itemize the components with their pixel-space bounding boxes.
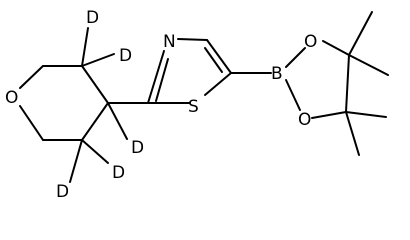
deuterium-center-label: D <box>131 138 144 158</box>
deuterium-bottom-a-label: D <box>112 163 125 183</box>
deuterium-top-a-label: D <box>86 8 99 28</box>
chemical-structure: O D D D D D N S B O O <box>0 0 410 208</box>
oxane-bond-c4-c5 <box>81 102 109 141</box>
bond-c3-d-top <box>81 27 89 67</box>
boronate-bond-o-bottom-c <box>311 111 347 119</box>
methyl-bond-bottom-2 <box>345 111 360 156</box>
canvas-background <box>0 0 410 208</box>
thiazole-nitrogen-label: N <box>163 32 176 52</box>
thiazole-bond-c2-n <box>147 50 165 104</box>
boronate-bond-b-o-bottom <box>285 79 301 111</box>
methyl-bond-bottom-1 <box>345 111 387 118</box>
bond-c5-d-bottom <box>69 139 83 183</box>
ring-oxygen-label: O <box>5 88 18 108</box>
bond-lines <box>19 11 389 183</box>
methyl-bond-top-1 <box>348 11 373 56</box>
boronate-bond-c-c <box>345 54 350 113</box>
boron-label: B <box>271 64 283 84</box>
atom-labels: O D D D D D N S B O O <box>5 8 317 202</box>
oxane-bond-o-c2 <box>19 65 44 89</box>
methyl-bond-top-2 <box>348 54 389 76</box>
boronate-oxygen-bottom-label: O <box>298 110 311 130</box>
thiazole-bond-c4-c5 <box>206 39 232 74</box>
bond-c4-d <box>107 102 128 140</box>
bond-c3-d-right <box>81 53 115 67</box>
thiazole-sulfur-label: S <box>188 97 199 117</box>
deuterium-top-b-label: D <box>119 46 132 66</box>
oxane-bond-c3-c4 <box>81 65 109 104</box>
thiazole-bond-c4-c5-inner <box>204 47 223 73</box>
bond-c5-d-right <box>81 139 109 164</box>
thiazole-bond-c5-s <box>204 72 232 96</box>
thiazole-bond-n-c4 <box>177 38 208 41</box>
oxane-bond-c6-o <box>19 105 44 141</box>
deuterium-bottom-b-label: D <box>56 182 69 202</box>
boronate-bond-o-top-c <box>322 40 350 56</box>
boronate-oxygen-top-label: O <box>304 32 317 52</box>
boronate-bond-b-o-top <box>285 47 306 68</box>
thiazole-bond-c2-n-inner <box>155 58 169 102</box>
